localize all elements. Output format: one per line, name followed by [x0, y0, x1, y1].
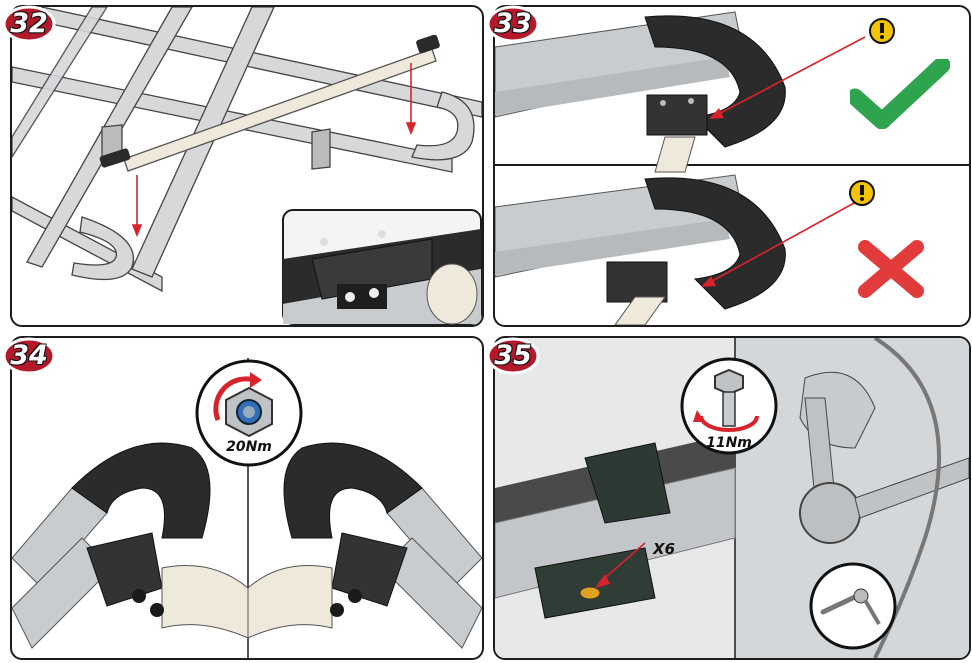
- wrench-icon: [820, 588, 881, 626]
- step-34-number: 34: [10, 340, 48, 371]
- checkmark-icon: [850, 59, 950, 129]
- warning-icon: [849, 180, 875, 206]
- step-34-illustration: [12, 358, 482, 658]
- step-32-panel: [10, 5, 484, 327]
- step-35-badge: 35: [486, 337, 540, 375]
- step-33-panel: [493, 5, 971, 327]
- down-arrow-icon: [131, 63, 417, 238]
- step-35-panel: 11Nm X6: [493, 336, 971, 660]
- step-33-badge: 33: [486, 5, 540, 43]
- step-32-badge: 32: [2, 5, 56, 43]
- nut-icon: [225, 386, 273, 438]
- wrench-inset: [809, 562, 897, 650]
- step-33-number: 33: [494, 8, 532, 39]
- bolt-icon: [714, 368, 744, 427]
- torque-callout-11nm: [680, 357, 778, 455]
- step-34-panel: 20Nm: [10, 336, 484, 660]
- step-35-number: 35: [494, 340, 532, 371]
- warning-icon: [869, 18, 895, 44]
- step-32-number: 32: [10, 8, 48, 39]
- torque-label-20nm: 20Nm: [226, 439, 272, 455]
- torque-label-11nm: 11Nm: [706, 435, 752, 451]
- step-32-illustration: [12, 7, 482, 293]
- step-32-detail-inset: [282, 209, 482, 325]
- rotate-arrow-icon: [213, 372, 262, 421]
- step-33-illustration: [495, 11, 969, 325]
- rotate-arrow-icon: [693, 410, 759, 432]
- torque-callout-20nm: [195, 359, 303, 467]
- step-34-badge: 34: [2, 337, 56, 375]
- cross-icon: [858, 240, 924, 298]
- quantity-label-x6: X6: [653, 540, 676, 558]
